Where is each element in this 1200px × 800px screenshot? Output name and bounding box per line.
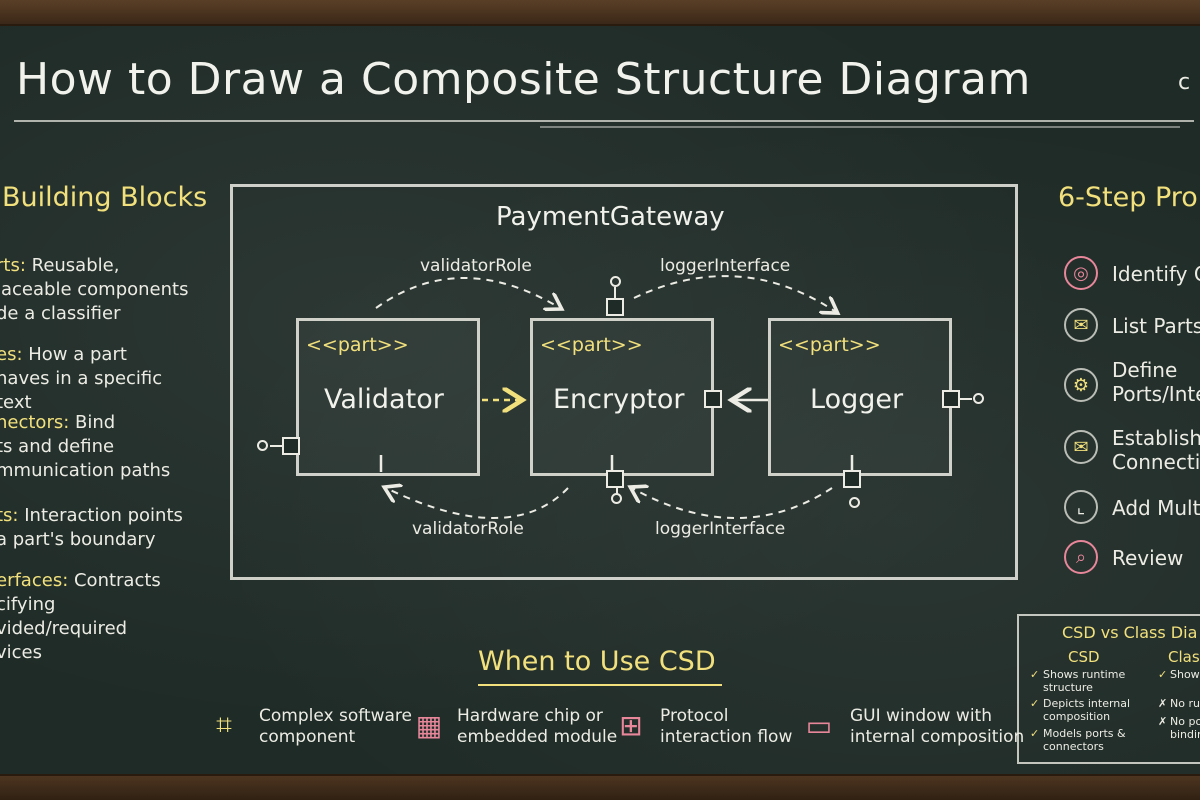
comparison-title: CSD vs Class Dia <box>1062 623 1198 642</box>
part-name-validator: Validator <box>324 384 444 415</box>
port-logger-bottom <box>843 470 861 488</box>
label-validator-role-top: validatorRole <box>420 256 532 276</box>
comparison-col-csd: CSD <box>1068 648 1100 666</box>
lollipop-logger-bottom <box>849 497 860 508</box>
use-case-3: Protocol interaction flow <box>660 706 793 747</box>
stereotype-validator: <<part>> <box>306 334 409 356</box>
block-parts: rts: Reusable, laceable components de a … <box>0 254 188 326</box>
block-connectors: nectors: Bind ts and define mmunication … <box>0 411 170 483</box>
board-frame-bottom <box>0 774 1200 800</box>
arc-logger-interface-top <box>633 275 836 312</box>
lollipop-encryptor-top <box>610 276 621 287</box>
part-name-encryptor: Encryptor <box>553 384 685 415</box>
component-icon: ⌗ <box>216 708 232 741</box>
comparison-col-class: Class <box>1168 648 1200 666</box>
cross-icon: ✗ <box>1158 697 1168 710</box>
block-text: How a part naves in a specific text <box>0 344 163 413</box>
use-case-1: Complex software component <box>259 706 412 747</box>
when-to-use-underline <box>478 684 722 686</box>
envelope-icon: ✉ <box>1064 308 1098 342</box>
step-1: Identify C <box>1112 262 1200 286</box>
block-text: Interaction points a part's boundary <box>0 505 183 550</box>
check-icon: ✓ <box>1030 668 1040 681</box>
block-text: Reusable, laceable components de a class… <box>0 255 189 324</box>
step-4: Establish Connection <box>1112 426 1200 474</box>
port-logger-right <box>942 390 960 408</box>
block-ports: ts: Interaction points a part's boundary <box>0 504 183 552</box>
envelope-icon: ✉ <box>1064 430 1098 464</box>
step-5: Add Multi <box>1112 496 1200 520</box>
block-term: ts: <box>0 505 19 526</box>
check-icon: ✓ <box>1030 697 1040 710</box>
chip-icon: ▦ <box>415 708 443 742</box>
arc-logger-interface-bottom <box>632 488 833 519</box>
lollipop-encryptor-bottom <box>611 493 622 504</box>
use-case-2: Hardware chip or embedded module <box>457 706 618 747</box>
label-validator-role-bottom: validatorRole <box>412 519 524 539</box>
step-6: Review <box>1112 546 1184 570</box>
class-row-2: No ru <box>1170 697 1200 710</box>
flow-icon: ⊞ <box>619 708 643 742</box>
magnifier-icon: ⌕ <box>1064 540 1098 574</box>
stereotype-encryptor: <<part>> <box>540 334 643 356</box>
port-encryptor-top <box>606 298 624 316</box>
block-roles: es: How a part naves in a specific text <box>0 343 162 415</box>
comparison-box <box>1017 614 1200 764</box>
label-logger-interface-bottom: loggerInterface <box>655 519 786 539</box>
step-3: Define Ports/Inte <box>1112 358 1200 406</box>
container-title: PaymentGateway <box>496 202 725 232</box>
block-term: es: <box>0 344 23 365</box>
block-term: erfaces: <box>0 570 69 591</box>
stereotype-logger: <<part>> <box>778 334 881 356</box>
lollipop-validator <box>257 440 268 451</box>
block-term: nectors: <box>0 412 70 433</box>
label-logger-interface-top: loggerInterface <box>660 256 791 276</box>
block-text: Contracts cifying vided/required vices <box>0 570 161 663</box>
check-icon: ✓ <box>1158 668 1168 681</box>
arc-validator-role-top <box>375 277 560 308</box>
block-interfaces: erfaces: Contracts cifying vided/require… <box>0 569 161 665</box>
step-2: List Parts <box>1112 314 1200 338</box>
block-text: Bind ts and define mmunication paths <box>0 412 171 481</box>
target-icon: ◎ <box>1064 256 1098 290</box>
port-encryptor-bottom <box>606 470 624 488</box>
building-blocks-title: Building Blocks <box>2 182 208 213</box>
arc-validator-role-bottom <box>386 488 569 519</box>
csd-row-3: Models ports & connectors <box>1043 727 1126 753</box>
title-underline <box>14 120 1194 122</box>
payment-gateway-container <box>230 184 1018 580</box>
class-row-1: Shows <box>1170 668 1200 681</box>
steps-title: 6-Step Pro <box>1058 182 1198 213</box>
use-case-4: GUI window with internal composition <box>850 706 1025 747</box>
lollipop-logger <box>973 393 984 404</box>
port-validator <box>282 437 300 455</box>
title-underline-secondary <box>540 126 1180 128</box>
csd-row-2: Depicts internal composition <box>1043 697 1131 723</box>
block-term: rts: <box>0 255 26 276</box>
csd-row-1: Shows runtime structure <box>1043 668 1126 694</box>
cross-icon: ✗ <box>1158 715 1168 728</box>
gear-icon: ⚙ <box>1064 368 1098 402</box>
board-frame-top <box>0 0 1200 26</box>
title-trailing-mark: c <box>1178 70 1191 95</box>
class-row-3: No po bindin <box>1170 715 1200 741</box>
check-icon: ✓ <box>1030 727 1040 740</box>
chart-icon: ⌞ <box>1064 490 1098 524</box>
part-validator <box>296 318 480 476</box>
part-name-logger: Logger <box>810 384 904 415</box>
window-icon: ▭ <box>805 708 833 742</box>
when-to-use-title: When to Use CSD <box>478 646 716 677</box>
page-title: How to Draw a Composite Structure Diagra… <box>16 54 1031 105</box>
port-encryptor-right <box>704 390 722 408</box>
